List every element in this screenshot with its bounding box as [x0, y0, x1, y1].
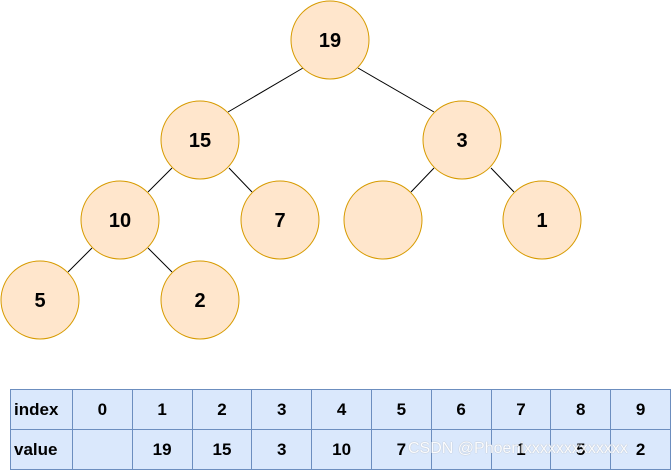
edge-10-2: [147, 247, 173, 273]
edge-19-15: [227, 67, 304, 113]
edge-15-7: [228, 167, 253, 193]
node-label: 19: [319, 30, 341, 52]
node-label: 10: [109, 210, 131, 232]
heap-tree-diagram: 19 15 3 10 7 1 5: [0, 0, 582, 340]
index-cell: 6: [430, 389, 492, 430]
node-label: 7: [274, 210, 285, 232]
csdn-watermark: CSDN @Phoenixxxxxxxxxxxxx: [408, 440, 628, 457]
tree-node-empty: [343, 180, 423, 260]
tree-node: 19: [290, 0, 370, 80]
value-cell: 7: [370, 429, 432, 470]
index-cell: 4: [311, 389, 372, 430]
value-cell: [430, 429, 492, 470]
tree-node: 3: [422, 100, 502, 180]
value-cell: [71, 429, 133, 470]
index-cell: 5: [370, 389, 432, 430]
node-label: 15: [189, 130, 211, 152]
index-cell: 8: [550, 389, 612, 430]
value-cell: 10: [311, 429, 372, 470]
value-cell: 15: [191, 429, 253, 470]
edge-10-5: [67, 247, 93, 273]
edge-3-empty: [410, 167, 435, 193]
value-row: value 19 15 3 10 7 1 5 2: [10, 429, 671, 470]
tree-edges: [67, 67, 515, 273]
index-cell: 0: [71, 389, 133, 430]
tree-node: 10: [80, 180, 160, 260]
index-cell: 1: [131, 389, 193, 430]
index-row: index 0 1 2 3 4 5 6 7 8 9: [10, 389, 671, 430]
tree-node: 2: [160, 260, 240, 340]
tree-node: 7: [240, 180, 320, 260]
value-row-header: value: [10, 429, 73, 470]
value-cell: 2: [610, 429, 671, 470]
index-cell: 3: [251, 389, 313, 430]
tree-node: 15: [160, 100, 240, 180]
node-label: 5: [34, 290, 45, 312]
tree-node: 5: [0, 260, 80, 340]
value-cell: 1: [490, 429, 552, 470]
index-row-header: index: [10, 389, 73, 430]
node-label: 2: [194, 290, 205, 312]
value-cell: 19: [131, 429, 193, 470]
edge-19-3: [357, 67, 435, 113]
edge-3-1: [490, 167, 515, 193]
index-cell: 9: [610, 389, 671, 430]
value-cell: 3: [251, 429, 313, 470]
index-cell: 7: [490, 389, 552, 430]
node-label: 1: [536, 210, 547, 232]
value-cell: 5: [550, 429, 612, 470]
index-cell: 2: [191, 389, 253, 430]
heap-array-table: index 0 1 2 3 4 5 6 7 8 9 value 19 15 3 …: [10, 389, 671, 470]
edge-15-10: [147, 167, 173, 193]
tree-node: 1: [502, 180, 582, 260]
node-label: 3: [456, 130, 467, 152]
tree-nodes: 19 15 3 10 7 1 5: [0, 0, 582, 340]
